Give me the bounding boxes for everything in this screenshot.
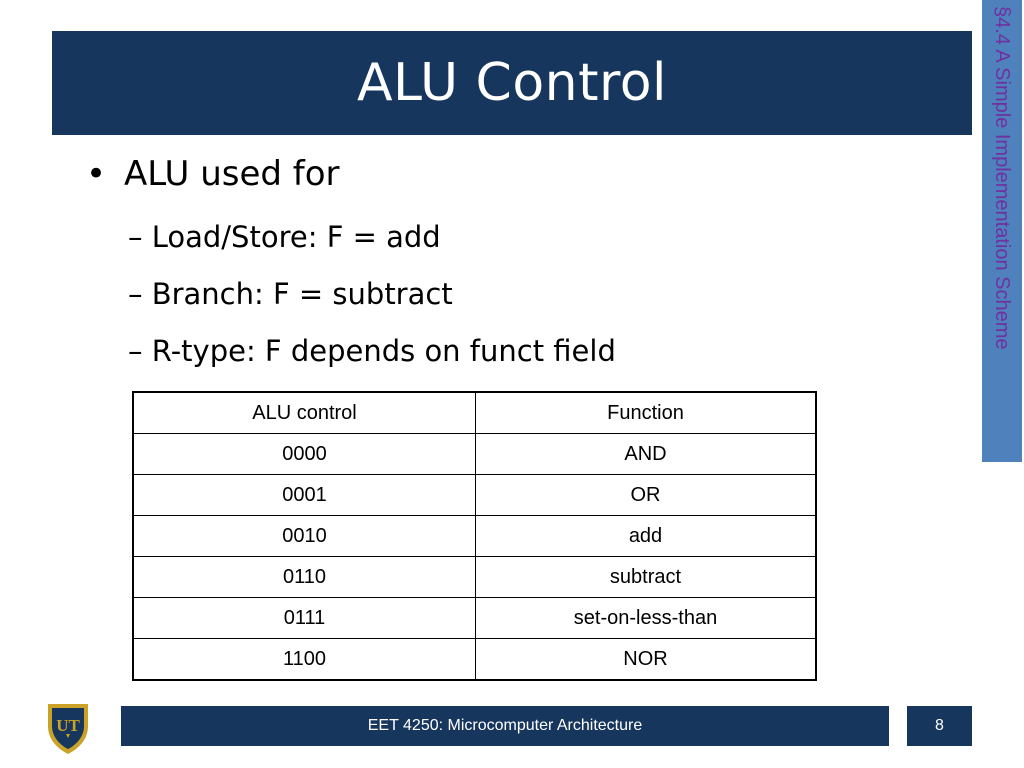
cell-function: NOR — [475, 638, 817, 681]
table-row: 0000 AND — [132, 433, 817, 475]
sub-bullet-branch: – Branch: F = subtract — [128, 277, 453, 311]
cell-function: OR — [475, 474, 817, 516]
cell-alu-control: 0110 — [132, 556, 476, 598]
sub-bullet-load-store: – Load/Store: F = add — [128, 220, 441, 254]
table-row: 0111 set-on-less-than — [132, 597, 817, 639]
table-row: 0010 add — [132, 515, 817, 557]
cell-alu-control: 0111 — [132, 597, 476, 639]
cell-alu-control: 1100 — [132, 638, 476, 681]
alu-control-table: ALU control Function 0000 AND 0001 OR 00… — [132, 391, 817, 681]
header-function: Function — [475, 391, 817, 434]
table-row: 1100 NOR — [132, 638, 817, 681]
bullet-main-text: ALU used for — [124, 154, 340, 194]
section-tab-label: §4.4 A Simple Implementation Scheme — [991, 6, 1013, 350]
cell-function: set-on-less-than — [475, 597, 817, 639]
slide-title: ALU Control — [356, 53, 667, 113]
bullet-main: • ALU used for — [86, 154, 340, 194]
title-bar: ALU Control — [52, 31, 972, 135]
table-row: 0001 OR — [132, 474, 817, 516]
page-number-box: 8 — [907, 706, 972, 746]
bullet-dot-icon: • — [86, 154, 107, 194]
footer-course-label: EET 4250: Microcomputer Architecture — [367, 717, 643, 734]
logo-letters: UT — [56, 716, 80, 735]
cell-function: add — [475, 515, 817, 557]
university-shield-icon: UT — [48, 704, 88, 754]
table-header-row: ALU control Function — [132, 391, 817, 434]
table-row: 0110 subtract — [132, 556, 817, 598]
header-alu-control: ALU control — [132, 391, 476, 434]
footer-course: EET 4250: Microcomputer Architecture — [121, 706, 889, 746]
cell-alu-control: 0010 — [132, 515, 476, 557]
sub-bullet-r-type: – R-type: F depends on funct field — [128, 334, 616, 368]
cell-function: subtract — [475, 556, 817, 598]
cell-alu-control: 0000 — [132, 433, 476, 475]
cell-function: AND — [475, 433, 817, 475]
page-number: 8 — [935, 717, 944, 734]
section-tab — [982, 0, 1022, 462]
cell-alu-control: 0001 — [132, 474, 476, 516]
